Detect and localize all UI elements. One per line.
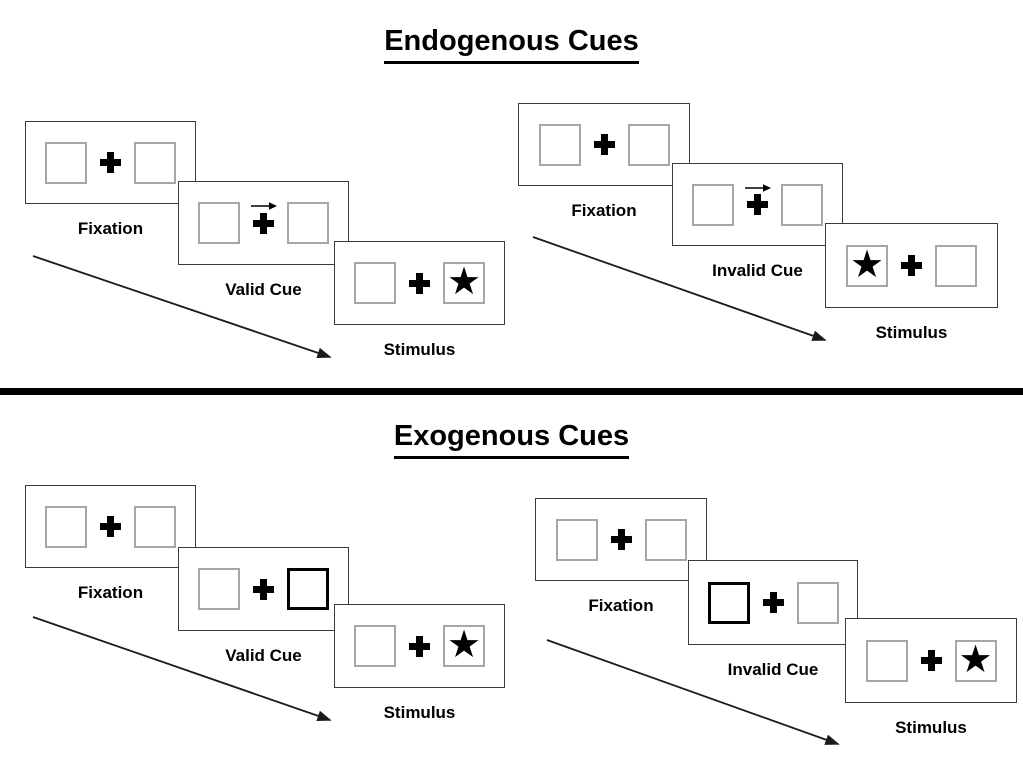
left-box: [865, 639, 908, 682]
fixation-cross-icon: [920, 650, 942, 671]
panel-label: Valid Cue: [225, 280, 302, 299]
fixation-cross-icon: [901, 255, 922, 276]
right-box: [781, 183, 823, 226]
fixation-cross-icon: [593, 134, 615, 155]
endogenous-invalid-stimulus-panel: ★: [825, 223, 998, 308]
left-box: [354, 262, 396, 304]
endogenous-valid-stimulus-panel: ★: [334, 241, 505, 325]
cue-arrow-icon: [744, 181, 771, 193]
panel-label: Fixation: [77, 583, 144, 602]
fixation-cross-icon: [409, 635, 430, 657]
section-divider: [0, 388, 1023, 395]
panel-label: Fixation: [77, 219, 144, 238]
left-box: [354, 625, 396, 667]
left-box: [198, 568, 240, 610]
right-box: [935, 244, 977, 287]
left-box: [198, 202, 240, 244]
left-box: [538, 123, 581, 166]
fixation-cross-icon: [100, 516, 121, 537]
right-box: [627, 123, 670, 166]
left-box-highlighted-cue: [707, 581, 750, 624]
left-box: [45, 141, 87, 184]
endogenous-valid-fixation-panel: [25, 121, 196, 204]
timeline-arrow-exogenous-valid: [32, 616, 332, 721]
exogenous-valid-fixation-panel: [25, 485, 196, 568]
timeline-arrow-exogenous-invalid: [546, 639, 840, 745]
panel-label: Stimulus: [383, 340, 456, 359]
right-box-highlighted-cue: [287, 568, 329, 610]
endogenous-valid-cue-panel: [178, 181, 349, 265]
exogenous-invalid-stimulus-panel: ★: [845, 618, 1017, 703]
left-box: [692, 183, 734, 226]
panel-label: Stimulus: [875, 323, 948, 342]
section-title-exogenous: Exogenous Cues: [0, 420, 1023, 459]
section-title-exogenous-text: Exogenous Cues: [393, 420, 630, 459]
right-box: ★: [443, 625, 485, 667]
left-box: [45, 505, 87, 548]
right-box: [796, 581, 839, 624]
exogenous-invalid-fixation-panel: [535, 498, 707, 581]
right-box: [134, 505, 176, 548]
fixation-cross-icon: [610, 529, 632, 550]
exogenous-valid-stimulus-panel: ★: [334, 604, 505, 688]
timeline-arrow-endogenous-invalid: [532, 236, 827, 341]
fixation-cross-icon: [762, 592, 784, 613]
panel-label: Invalid Cue: [727, 660, 819, 679]
panel-label: Stimulus: [383, 703, 456, 722]
section-title-endogenous: Endogenous Cues: [0, 25, 1023, 64]
fixation-cross-icon: [747, 194, 768, 215]
fixation-cross-icon: [409, 272, 430, 294]
panel-label: Invalid Cue: [712, 261, 803, 280]
panel-label: Fixation: [588, 596, 654, 615]
exogenous-invalid-cue-panel: [688, 560, 858, 645]
cue-arrow-icon: [250, 199, 277, 211]
star-stimulus-icon: ★: [446, 625, 482, 666]
left-box: [555, 518, 598, 561]
section-title-endogenous-text: Endogenous Cues: [384, 25, 639, 64]
star-stimulus-icon: ★: [958, 639, 993, 681]
panel-label: Fixation: [571, 201, 637, 220]
right-box: [134, 141, 176, 184]
panel-label: Valid Cue: [225, 646, 302, 665]
exogenous-valid-cue-panel: [178, 547, 349, 631]
fixation-cross-icon: [100, 152, 121, 173]
endogenous-invalid-fixation-panel: [518, 103, 690, 186]
left-box: ★: [846, 244, 888, 287]
right-box: [644, 518, 687, 561]
right-box: ★: [954, 639, 997, 682]
star-stimulus-icon: ★: [849, 244, 885, 286]
endogenous-invalid-cue-panel: [672, 163, 843, 246]
right-box: ★: [443, 262, 485, 304]
panel-label: Stimulus: [895, 718, 967, 737]
fixation-cross-icon: [253, 578, 274, 600]
timeline-arrow-endogenous-valid: [32, 255, 332, 359]
fixation-cross-icon: [253, 212, 274, 234]
right-box: [287, 202, 329, 244]
star-stimulus-icon: ★: [446, 262, 482, 303]
